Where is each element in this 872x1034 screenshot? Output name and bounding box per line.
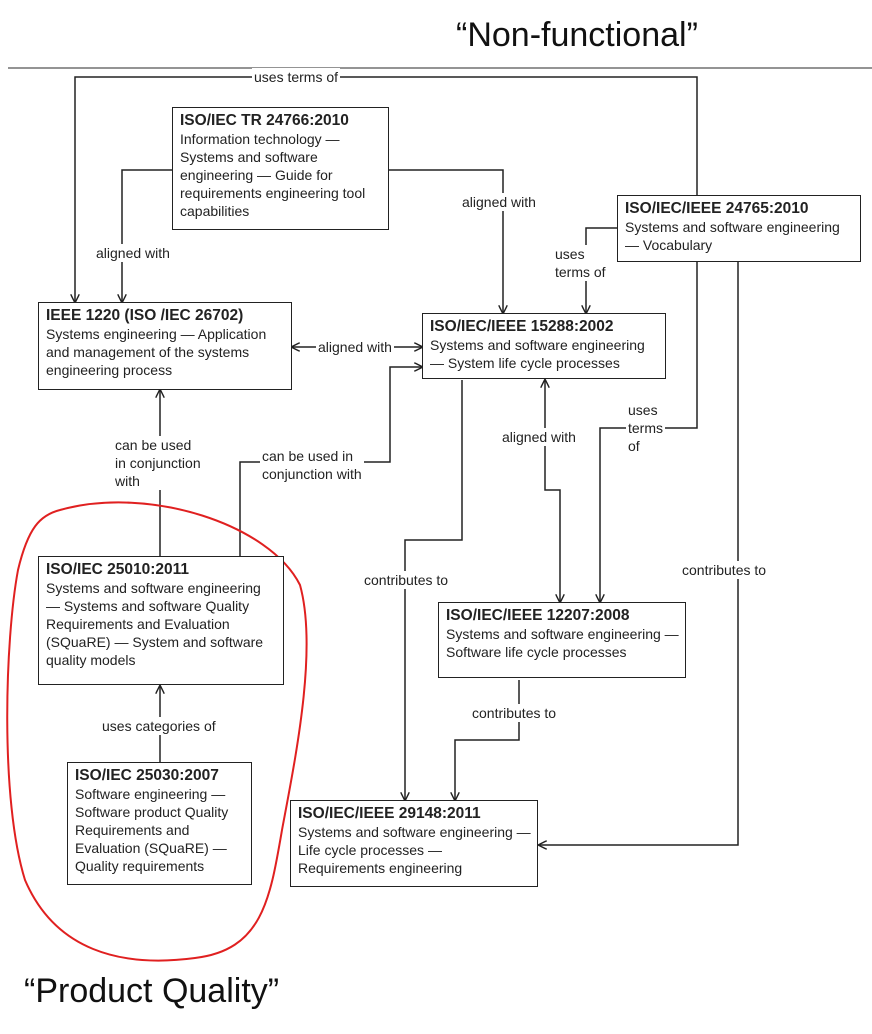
box-iso-25030: ISO/IEC 25030:2007 Software engineering … (67, 762, 252, 885)
box-description: Systems and software engineering — Life … (298, 824, 531, 876)
label-aligned-center: aligned with (316, 338, 394, 356)
box-iso-15288: ISO/IEC/IEEE 15288:2002 Systems and soft… (422, 313, 666, 379)
box-title: ISO/IEC/IEEE 15288:2002 (430, 318, 614, 335)
box-title: ISO/IEC 25030:2007 (75, 767, 219, 784)
label-uses-categories: uses categories of (100, 717, 218, 735)
box-description: Systems and software engineering — Syste… (46, 580, 264, 668)
box-description: Systems engineering — Application and ma… (46, 326, 267, 378)
box-iso-24766: ISO/IEC TR 24766:2010 Information techno… (172, 107, 389, 230)
footer-caption: “Product Quality” (24, 972, 280, 1010)
edge-uses-terms-top (75, 76, 698, 302)
edge-contributes-left (405, 380, 463, 800)
box-description: Systems and software engineering — Softw… (446, 626, 679, 660)
box-description: Systems and software engineering — Syste… (430, 337, 645, 371)
label-contributes-right: contributes to (680, 561, 769, 579)
edge-contributes-right (539, 262, 739, 845)
edge-contributes-bottom (455, 680, 520, 800)
box-title: ISO/IEC/IEEE 29148:2011 (298, 805, 481, 822)
box-ieee-1220: IEEE 1220 (ISO /IEC 26702) Systems engin… (38, 302, 292, 390)
label-contributes-left: contributes to (362, 571, 451, 589)
header-title: “Non-functional” (456, 16, 698, 54)
box-title: IEEE 1220 (ISO /IEC 26702) (46, 307, 244, 324)
label-uses-terms-right: uses terms of (626, 401, 665, 455)
box-title: ISO/IEC 25010:2011 (46, 561, 190, 578)
label-contributes-bottom: contributes to (470, 704, 559, 722)
label-can-be-used-right: can be used in conjunction with (260, 447, 364, 483)
edge-can-be-used-right (239, 367, 422, 556)
label-aligned-lower: aligned with (500, 428, 578, 446)
label-can-be-used-left: can be used in conjunction with (113, 436, 203, 490)
box-description: Information technology — Systems and sof… (180, 131, 366, 219)
box-description: Systems and software engineering — Vocab… (625, 219, 840, 253)
box-title: ISO/IEC TR 24766:2010 (180, 112, 349, 129)
box-title: ISO/IEC/IEEE 12207:2008 (446, 607, 630, 624)
label-uses-terms-mid: uses terms of (553, 245, 608, 281)
label-aligned-left: aligned with (94, 244, 172, 262)
box-iso-12207: ISO/IEC/IEEE 12207:2008 Systems and soft… (438, 602, 686, 678)
box-title: ISO/IEC/IEEE 24765:2010 (625, 200, 809, 217)
product-quality-highlight (6, 501, 308, 962)
box-iso-24765: ISO/IEC/IEEE 24765:2010 Systems and soft… (617, 195, 861, 262)
edge-uses-terms-mid (586, 227, 617, 313)
label-aligned-right: aligned with (460, 193, 538, 211)
box-iso-29148: ISO/IEC/IEEE 29148:2011 Systems and soft… (290, 800, 538, 887)
edge-aligned-left (122, 169, 172, 302)
label-uses-terms-top: uses terms of (252, 68, 341, 86)
box-iso-25010: ISO/IEC 25010:2011 Systems and software … (38, 556, 284, 685)
edge-aligned-right (389, 169, 503, 313)
box-description: Software engineering — Software product … (75, 786, 229, 874)
edge-aligned-lower (545, 380, 560, 602)
